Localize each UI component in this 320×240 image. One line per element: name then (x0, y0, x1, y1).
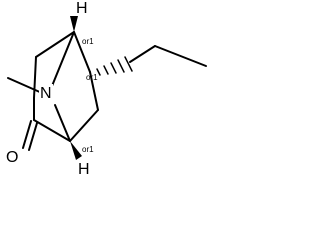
n-bg (39, 84, 53, 101)
bond-c3-c2 (33, 119, 71, 142)
atom-n: N (40, 85, 52, 102)
bond-n-methyl (7, 77, 43, 94)
atom-o: O (6, 149, 18, 166)
h-bottom-bg (77, 160, 89, 177)
bond-c3-o-a (22, 120, 32, 149)
wedge-c2-h (70, 141, 82, 160)
bond-propyl-1-2 (129, 45, 156, 63)
bond-c3-o-b (28, 122, 38, 151)
hash-c7-propyl-1 (96, 68, 101, 76)
bond-c7-c6 (89, 71, 99, 111)
bond-n-c2 (54, 104, 71, 142)
hash-c7-propyl-3 (110, 62, 117, 74)
bond-propyl-2-3 (154, 45, 207, 67)
stereo-label-c2: or1 (82, 145, 94, 154)
o-bg (5, 148, 20, 165)
bond-n-c1 (51, 31, 75, 87)
atom-h-top: H (76, 0, 88, 17)
wedge-c1-h (70, 16, 78, 32)
h-top-bg (75, 0, 87, 16)
molecule-structure: H N O H or1 or1 or1 (5, 0, 207, 178)
atom-h-bottom: H (78, 161, 90, 178)
bond-c5-c4 (33, 56, 37, 99)
bond-c1-c5 (35, 31, 75, 58)
stereo-label-c1: or1 (82, 37, 94, 46)
stereo-label-c7: or1 (86, 73, 98, 82)
bond-c6-c2 (69, 109, 99, 142)
bond-c1-c7 (73, 31, 91, 73)
hash-c7-propyl-5 (124, 56, 133, 72)
hash-c7-propyl-2 (103, 65, 109, 75)
hash-c7-propyl-4 (117, 59, 125, 73)
